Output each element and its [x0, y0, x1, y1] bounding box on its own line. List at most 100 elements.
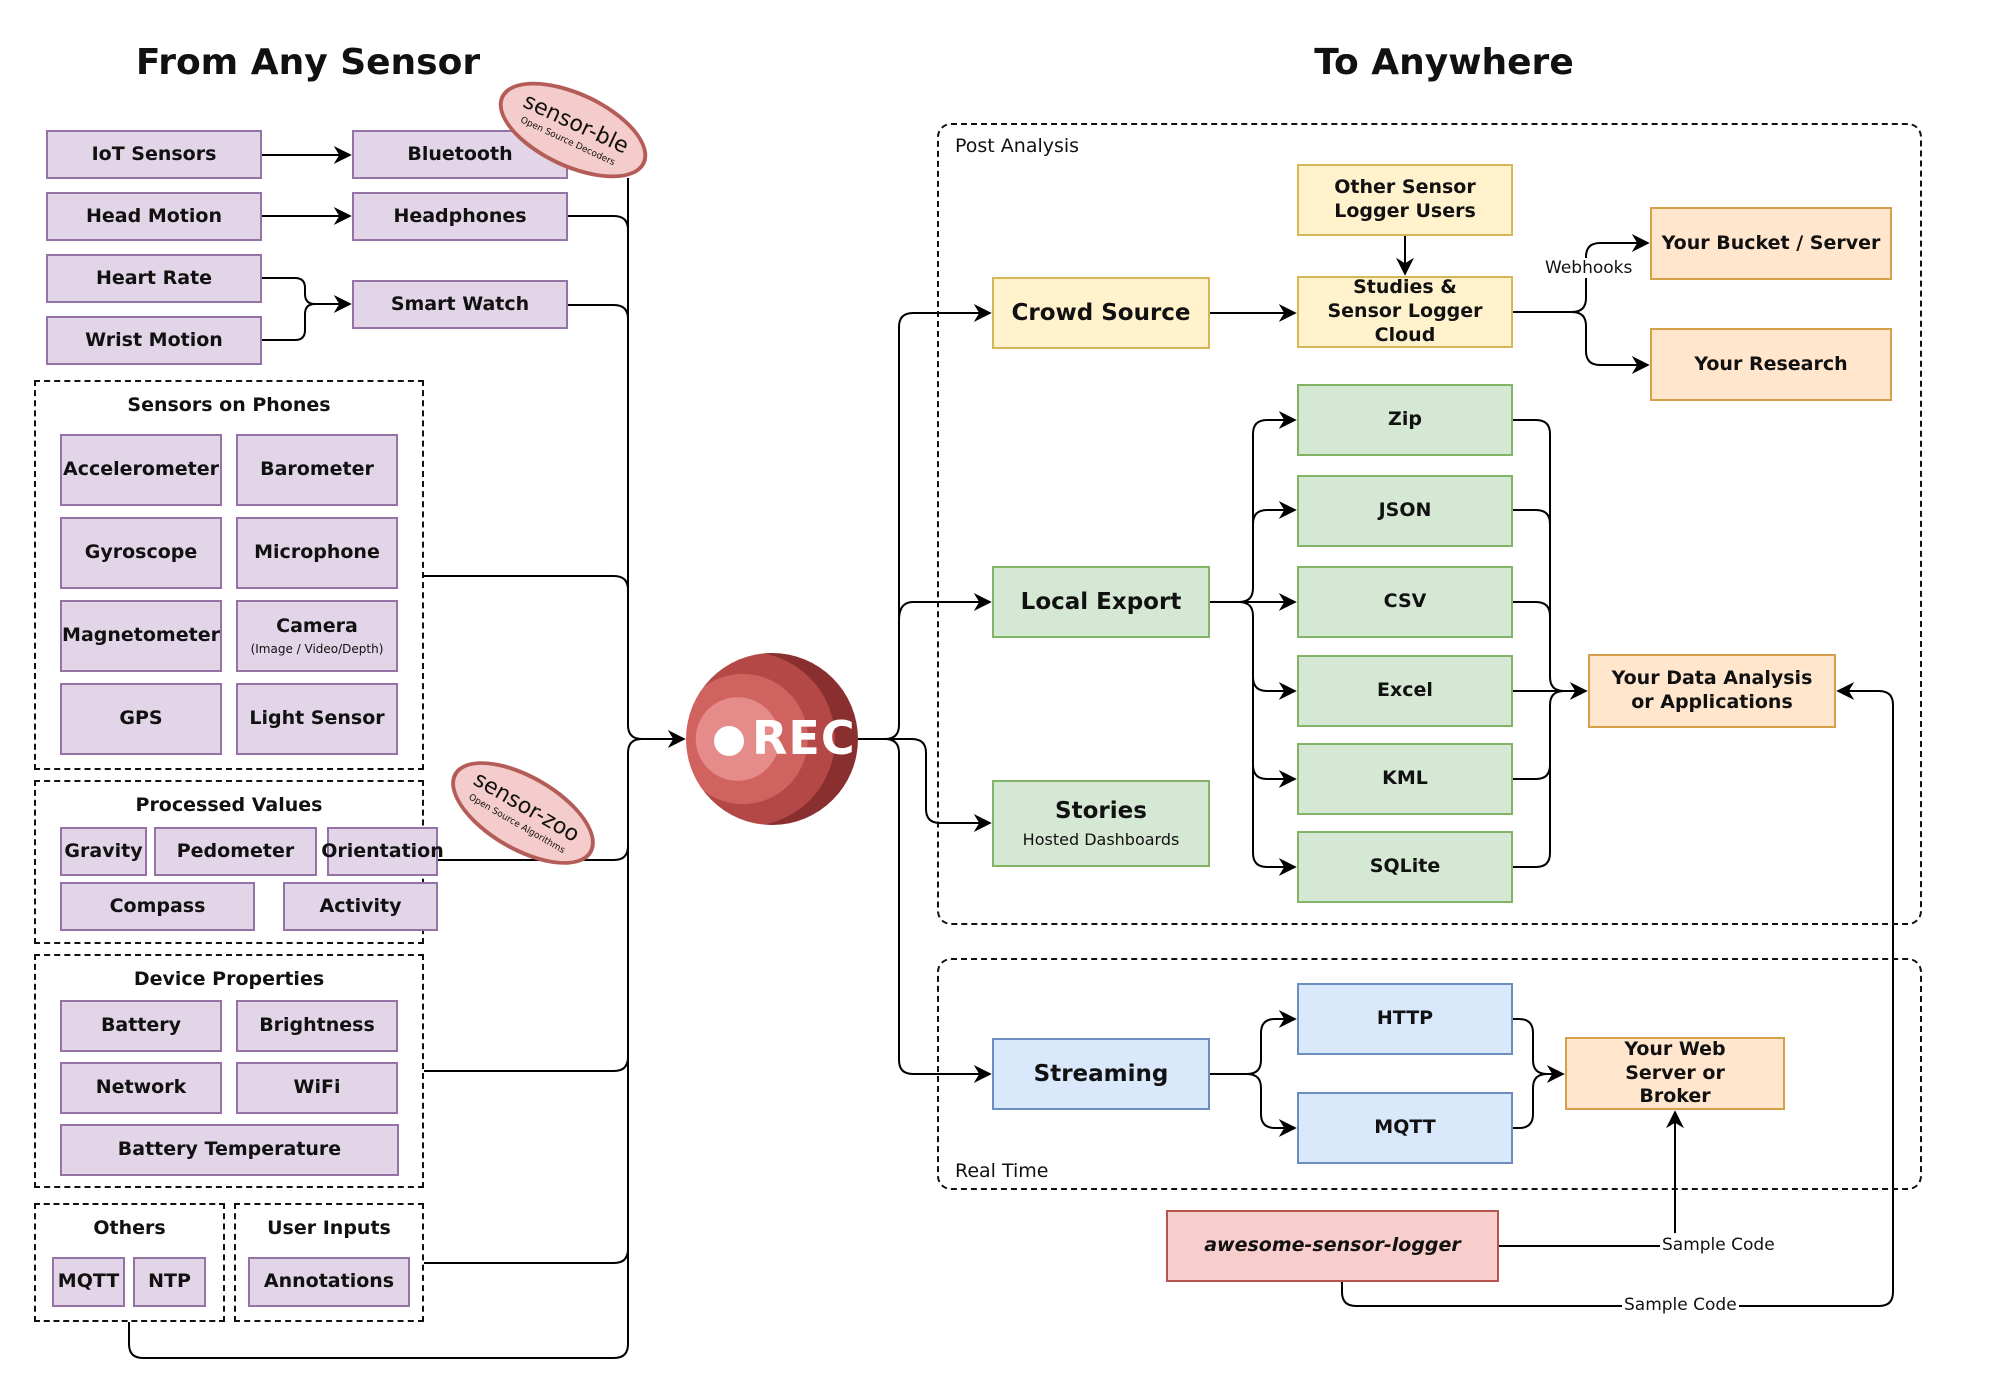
- node-mqtt-source[interactable]: MQTT: [52, 1257, 125, 1307]
- edge-headphones-trunk: [568, 215, 629, 231]
- node-network[interactable]: Network: [60, 1062, 222, 1114]
- node-label: Your Bucket / Server: [1661, 231, 1881, 254]
- node-label: Battery: [100, 1014, 182, 1037]
- node-label: MQTT: [57, 1270, 120, 1293]
- node-format-zip[interactable]: Zip: [1297, 384, 1513, 456]
- edge-trunk-lower: [627, 738, 643, 1344]
- node-label: Heart Rate: [95, 266, 213, 289]
- node-streaming[interactable]: Streaming: [992, 1038, 1210, 1110]
- node-label: Smart Watch: [390, 292, 530, 315]
- node-smart-watch[interactable]: Smart Watch: [352, 280, 568, 329]
- group-device-properties: Device Properties: [34, 954, 424, 1188]
- node-other-users[interactable]: Other Sensor Logger Users: [1297, 164, 1513, 236]
- group-title: Sensors on Phones: [127, 394, 331, 416]
- node-iot-sensors[interactable]: IoT Sensors: [46, 130, 262, 179]
- node-label: Headphones: [393, 204, 527, 227]
- node-cloud[interactable]: Studies & Sensor Logger Cloud: [1297, 276, 1513, 348]
- node-label: Crowd Source: [1011, 299, 1191, 326]
- edge-label-sample-code: Sample Code: [1660, 1235, 1777, 1255]
- node-headphones[interactable]: Headphones: [352, 192, 568, 241]
- node-label: Orientation: [321, 839, 444, 862]
- node-orientation[interactable]: Orientation: [321, 827, 444, 876]
- left-section-title: From Any Sensor: [135, 42, 481, 83]
- node-heart-rate[interactable]: Heart Rate: [46, 254, 262, 303]
- node-format-kml[interactable]: KML: [1297, 743, 1513, 815]
- node-bucket-server[interactable]: Your Bucket / Server: [1650, 207, 1892, 280]
- edge-others-trunk: [128, 1322, 629, 1359]
- node-label: KML: [1382, 767, 1428, 790]
- area-label: Post Analysis: [955, 135, 1080, 157]
- node-pedometer[interactable]: Pedometer: [154, 827, 317, 876]
- node-local-export[interactable]: Local Export: [992, 566, 1210, 638]
- node-web-server[interactable]: Your Web Server or Broker: [1565, 1037, 1785, 1110]
- node-accelerometer[interactable]: Accelerometer: [60, 434, 222, 506]
- node-light-sensor[interactable]: Light Sensor: [236, 683, 398, 755]
- node-label: Light Sensor: [249, 707, 385, 730]
- node-wrist-motion[interactable]: Wrist Motion: [46, 316, 262, 365]
- edge-userinputs-trunk: [424, 1248, 629, 1264]
- node-protocol-mqtt[interactable]: MQTT: [1297, 1092, 1513, 1164]
- node-activity[interactable]: Activity: [283, 882, 438, 931]
- edge-wrist-smartwatch: [262, 303, 316, 341]
- node-magnetometer[interactable]: Magnetometer: [60, 600, 222, 672]
- node-camera[interactable]: Camera (Image / Video/Depth): [236, 600, 398, 672]
- node-label: CSV: [1383, 590, 1427, 613]
- node-protocol-http[interactable]: HTTP: [1297, 983, 1513, 1055]
- node-head-motion[interactable]: Head Motion: [46, 192, 262, 241]
- rec-button[interactable]: REC: [686, 653, 858, 825]
- edge-label-webhooks: Webhooks: [1543, 258, 1635, 278]
- edge-smartwatch-trunk: [568, 304, 629, 320]
- node-annotations[interactable]: Annotations: [248, 1257, 410, 1307]
- node-research[interactable]: Your Research: [1650, 328, 1892, 401]
- right-section-title: To Anywhere: [1314, 42, 1574, 83]
- node-ntp[interactable]: NTP: [133, 1257, 206, 1307]
- node-brightness[interactable]: Brightness: [236, 1000, 398, 1052]
- node-battery[interactable]: Battery: [60, 1000, 222, 1052]
- node-label: Head Motion: [86, 204, 222, 227]
- node-format-csv[interactable]: CSV: [1297, 566, 1513, 638]
- node-label: Excel: [1377, 679, 1433, 702]
- node-awesome-sensor-logger[interactable]: awesome-sensor-logger: [1166, 1210, 1499, 1282]
- node-label: WiFi: [293, 1076, 341, 1099]
- node-sublabel: Hosted Dashboards: [1022, 829, 1180, 849]
- group-title: Others: [93, 1217, 166, 1239]
- node-battery-temperature[interactable]: Battery Temperature: [60, 1124, 399, 1176]
- node-label: Battery Temperature: [117, 1138, 342, 1161]
- node-label: awesome-sensor-logger: [1204, 1234, 1461, 1257]
- node-format-excel[interactable]: Excel: [1297, 655, 1513, 727]
- node-label: MQTT: [1374, 1116, 1436, 1139]
- node-label: Bluetooth: [407, 142, 513, 165]
- node-label: Other Sensor Logger Users: [1334, 176, 1476, 222]
- edge-heart-smartwatch: [262, 277, 352, 313]
- node-gps[interactable]: GPS: [60, 683, 222, 755]
- node-wifi[interactable]: WiFi: [236, 1062, 398, 1114]
- badge-sensor-zoo[interactable]: sensor-zoo Open Source Algorithms: [434, 740, 612, 886]
- node-data-analysis[interactable]: Your Data Analysis or Applications: [1588, 654, 1836, 728]
- node-gyroscope[interactable]: Gyroscope: [60, 517, 222, 589]
- node-microphone[interactable]: Microphone: [236, 517, 398, 589]
- node-crowd-source[interactable]: Crowd Source: [992, 277, 1210, 349]
- node-format-sqlite[interactable]: SQLite: [1297, 831, 1513, 903]
- node-label: Gyroscope: [84, 541, 198, 564]
- group-title: Device Properties: [133, 968, 325, 990]
- node-barometer[interactable]: Barometer: [236, 434, 398, 506]
- node-gravity[interactable]: Gravity: [60, 827, 147, 876]
- node-label: GPS: [119, 707, 163, 730]
- node-stories[interactable]: Stories Hosted Dashboards: [992, 780, 1210, 867]
- node-label: NTP: [148, 1270, 191, 1293]
- group-title: User Inputs: [267, 1217, 391, 1239]
- node-label: Accelerometer: [63, 458, 219, 481]
- node-label: Microphone: [254, 541, 380, 564]
- area-label: Real Time: [955, 1160, 1049, 1182]
- node-label: Local Export: [1020, 588, 1182, 615]
- node-format-json[interactable]: JSON: [1297, 475, 1513, 547]
- node-label: SQLite: [1369, 855, 1441, 878]
- node-label: Camera: [276, 614, 358, 637]
- node-compass[interactable]: Compass: [60, 882, 255, 931]
- node-label: Network: [95, 1076, 187, 1099]
- edge-label-sample-code: Sample Code: [1622, 1295, 1739, 1315]
- group-others: Others: [34, 1203, 225, 1322]
- node-label: Stories: [1055, 798, 1147, 825]
- node-label: Your Research: [1694, 352, 1848, 375]
- node-label: Compass: [109, 894, 206, 917]
